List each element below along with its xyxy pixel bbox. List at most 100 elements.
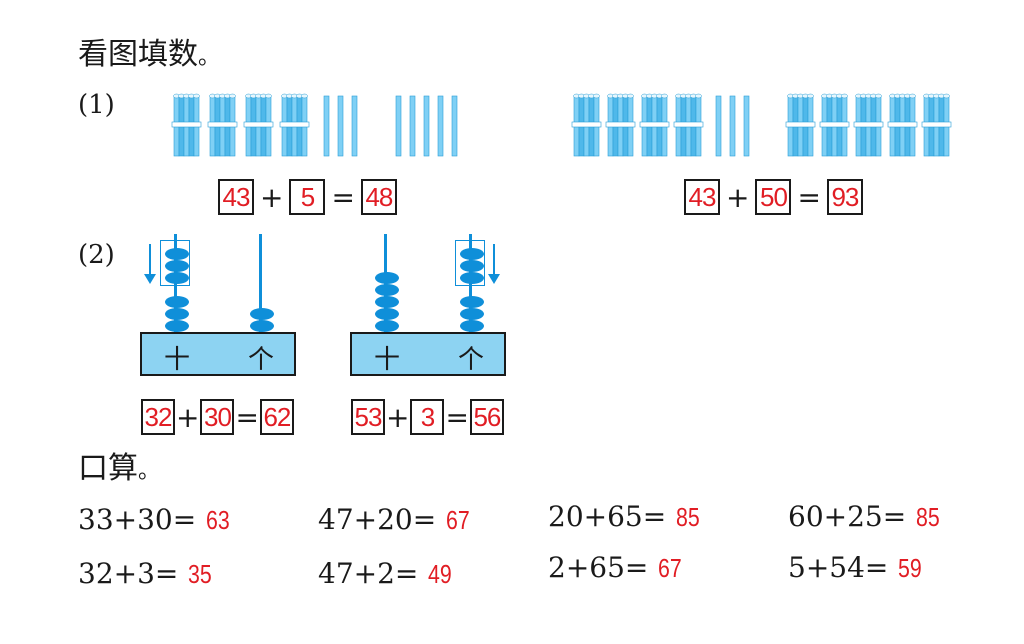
abacus-bead — [460, 296, 484, 308]
abacus-base: 十 个 — [140, 332, 296, 376]
stick-bundle — [785, 93, 816, 157]
moved-beads-box — [455, 240, 485, 286]
abacus-bead — [165, 296, 189, 308]
rod-ones — [469, 234, 472, 334]
oral-answer[interactable]: 63 — [206, 505, 230, 535]
stick-bundles-right — [571, 93, 952, 157]
plus-sign: + — [726, 180, 750, 214]
stick-bundles-left — [171, 93, 458, 157]
oral-expression: 33+30= — [78, 503, 197, 536]
oral-title-text: 口算 — [78, 451, 138, 486]
stick-bundle — [243, 93, 274, 157]
single-stick — [743, 95, 750, 157]
abacus-bead — [375, 308, 399, 320]
single-stick — [423, 95, 430, 157]
oral-answer[interactable]: 49 — [428, 559, 453, 589]
oral-item: 47+2= 49 — [318, 557, 457, 590]
abacus-bead — [250, 308, 274, 320]
oral-title-dot: 。 — [138, 459, 161, 484]
oral-expression: 32+3= — [78, 557, 179, 590]
down-arrow-icon — [144, 244, 156, 284]
oral-answer[interactable]: 67 — [658, 553, 683, 583]
plus-sign: + — [386, 400, 410, 434]
page-title-text: 看图填数 — [78, 37, 198, 72]
oral-item: 60+25=85 — [788, 500, 945, 533]
answer-box[interactable]: 32 — [141, 399, 175, 435]
ones-place-label: 个 — [458, 345, 485, 375]
answer-box[interactable]: 5 — [289, 179, 326, 215]
oral-answer[interactable]: 67 — [446, 505, 470, 535]
answer-box[interactable]: 62 — [259, 399, 294, 435]
stick-bundle — [605, 93, 636, 157]
single-stick — [729, 95, 736, 157]
question-1-label: (1) — [78, 90, 115, 120]
single-stick — [351, 95, 358, 157]
oral-expression: 20+65= — [548, 500, 667, 533]
stick-bundle — [639, 93, 670, 157]
single-stick — [715, 95, 722, 157]
stick-bundle — [819, 93, 850, 157]
oral-item: 32+3= 35 — [78, 557, 217, 590]
oral-answer[interactable]: 85 — [916, 502, 940, 532]
answer-box[interactable]: 30 — [200, 399, 235, 435]
oral-expression: 47+20= — [318, 503, 437, 536]
tens-place-label: 十 — [374, 345, 401, 375]
rod-ones — [259, 234, 262, 334]
page-title: 看图填数。 — [78, 38, 220, 75]
question-2-label: (2) — [78, 240, 115, 270]
oral-expression: 47+2= — [318, 557, 419, 590]
abacus-bead — [165, 248, 189, 260]
single-stick — [337, 95, 344, 157]
abacus-bead — [460, 248, 484, 260]
answer-box[interactable]: 43 — [218, 179, 254, 215]
oral-answer[interactable]: 85 — [676, 502, 700, 532]
equation-2-left: 32 + 30 = 62 — [141, 398, 294, 436]
equals-sign: = — [445, 400, 469, 434]
stick-bundle — [673, 93, 704, 157]
stick-bundle — [207, 93, 238, 157]
answer-box[interactable]: 53 — [351, 399, 385, 435]
oral-item: 20+65= 85 — [548, 500, 705, 533]
stick-bundle — [921, 93, 952, 157]
answer-box[interactable]: 3 — [410, 399, 445, 435]
abacus-bead — [460, 308, 484, 320]
down-arrow-icon — [488, 244, 500, 284]
oral-item: 5+54= 59 — [788, 551, 927, 584]
moved-beads-box — [160, 240, 190, 286]
abacus-right: 十 个 — [350, 230, 510, 380]
plus-sign: + — [176, 400, 200, 434]
oral-answer[interactable]: 35 — [188, 559, 213, 589]
abacus-bead — [165, 260, 189, 272]
oral-answer[interactable]: 59 — [898, 553, 923, 583]
equation-1-right: 43 + 50 = 93 — [684, 178, 863, 216]
abacus-bead — [165, 272, 189, 284]
abacus-bead — [460, 272, 484, 284]
page-title-dot: 。 — [198, 45, 221, 70]
abacus-bead — [375, 320, 399, 332]
stick-bundle — [571, 93, 602, 157]
answer-box[interactable]: 50 — [755, 179, 792, 215]
ones-place-label: 个 — [248, 345, 275, 375]
plus-sign: + — [260, 180, 284, 214]
single-stick — [409, 95, 416, 157]
equals-sign: = — [235, 400, 259, 434]
oral-expression: 2+65= — [548, 551, 649, 584]
abacus-left: 十 个 — [140, 230, 300, 380]
abacus-bead — [250, 320, 274, 332]
equation-2-right: 53 + 3 = 56 — [351, 398, 504, 436]
oral-expression: 5+54= — [788, 551, 889, 584]
abacus-bead — [375, 296, 399, 308]
abacus-base: 十 个 — [350, 332, 506, 376]
answer-box[interactable]: 48 — [360, 179, 397, 215]
oral-item: 2+65= 67 — [548, 551, 687, 584]
oral-item: 33+30= 63 — [78, 503, 235, 536]
answer-box[interactable]: 56 — [469, 399, 504, 435]
rod-tens — [174, 234, 177, 334]
answer-box[interactable]: 43 — [684, 179, 720, 215]
abacus-bead — [165, 320, 189, 332]
stick-bundle — [279, 93, 310, 157]
equation-1-left: 43 + 5 = 48 — [218, 178, 397, 216]
abacus-bead — [460, 320, 484, 332]
answer-box[interactable]: 93 — [826, 179, 863, 215]
stick-bundle — [171, 93, 202, 157]
